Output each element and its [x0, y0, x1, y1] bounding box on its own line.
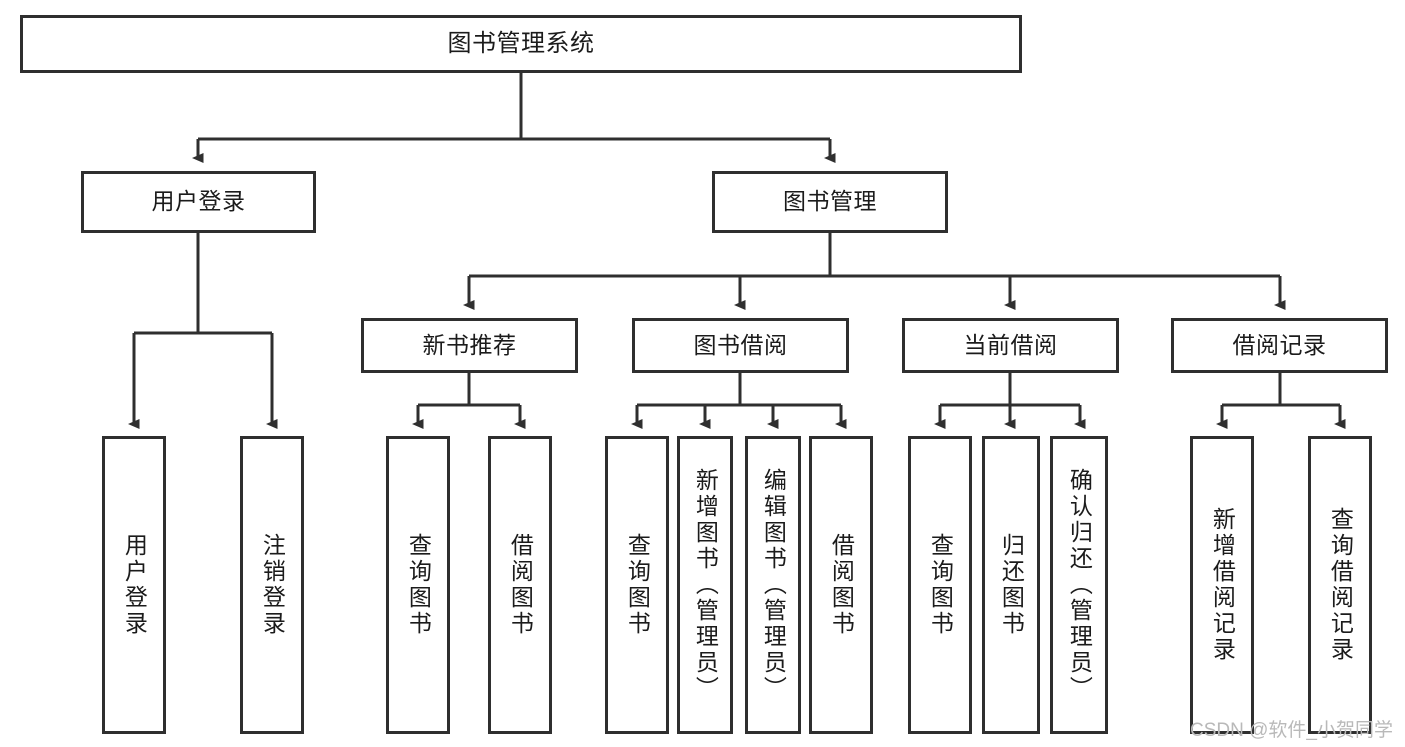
csdn-watermark: CSDN @软件_小贺同学: [1190, 720, 1393, 741]
node-borrow-record[interactable]: 借阅记录: [1171, 318, 1388, 373]
node-label: 查询借阅记录: [1327, 507, 1354, 663]
node-label: 当前借阅: [963, 331, 1058, 358]
node-label: 查询图书: [927, 533, 954, 637]
node-label: 编辑图书（管理员）: [760, 468, 787, 702]
node-label: 图书管理系统: [447, 29, 595, 57]
node-label: 查询图书: [405, 533, 432, 637]
node-label: 用户登录: [151, 188, 246, 215]
node-label: 归还图书: [998, 533, 1025, 637]
leaf-borrow-book[interactable]: 借阅图书: [809, 436, 873, 734]
node-label: 新增借阅记录: [1209, 507, 1236, 663]
leaf-query-book-recommend[interactable]: 查询图书: [386, 436, 450, 734]
leaf-edit-book[interactable]: 编辑图书（管理员）: [745, 436, 801, 734]
node-label: 借阅图书: [507, 533, 534, 637]
node-root-system[interactable]: 图书管理系统: [20, 15, 1022, 73]
leaf-query-book-current[interactable]: 查询图书: [908, 436, 972, 734]
node-label: 注销登录: [259, 533, 286, 637]
node-label: 新增图书（管理员）: [692, 468, 719, 702]
node-label: 图书管理: [783, 188, 877, 215]
node-current-borrow[interactable]: 当前借阅: [902, 318, 1119, 373]
node-book-manage[interactable]: 图书管理: [712, 171, 948, 233]
node-user-login[interactable]: 用户登录: [81, 171, 316, 233]
node-label: 借阅记录: [1232, 331, 1327, 358]
node-label: 查询图书: [624, 533, 651, 637]
node-label: 确认归还（管理员）: [1066, 468, 1093, 702]
leaf-user-login[interactable]: 用户登录: [102, 436, 166, 734]
leaf-logout[interactable]: 注销登录: [240, 436, 304, 734]
node-new-book-recommend[interactable]: 新书推荐: [361, 318, 578, 373]
leaf-confirm-return[interactable]: 确认归还（管理员）: [1050, 436, 1108, 734]
leaf-add-book[interactable]: 新增图书（管理员）: [677, 436, 733, 734]
leaf-return-book[interactable]: 归还图书: [982, 436, 1040, 734]
leaf-add-borrow-record[interactable]: 新增借阅记录: [1190, 436, 1254, 734]
leaf-query-book-borrow[interactable]: 查询图书: [605, 436, 669, 734]
node-book-borrow[interactable]: 图书借阅: [632, 318, 849, 373]
node-label: 借阅图书: [828, 533, 855, 637]
node-label: 用户登录: [121, 533, 148, 637]
leaf-borrow-book-recommend[interactable]: 借阅图书: [488, 436, 552, 734]
node-label: 图书借阅: [693, 331, 788, 358]
leaf-query-borrow-record[interactable]: 查询借阅记录: [1308, 436, 1372, 734]
node-label: 新书推荐: [422, 331, 517, 358]
